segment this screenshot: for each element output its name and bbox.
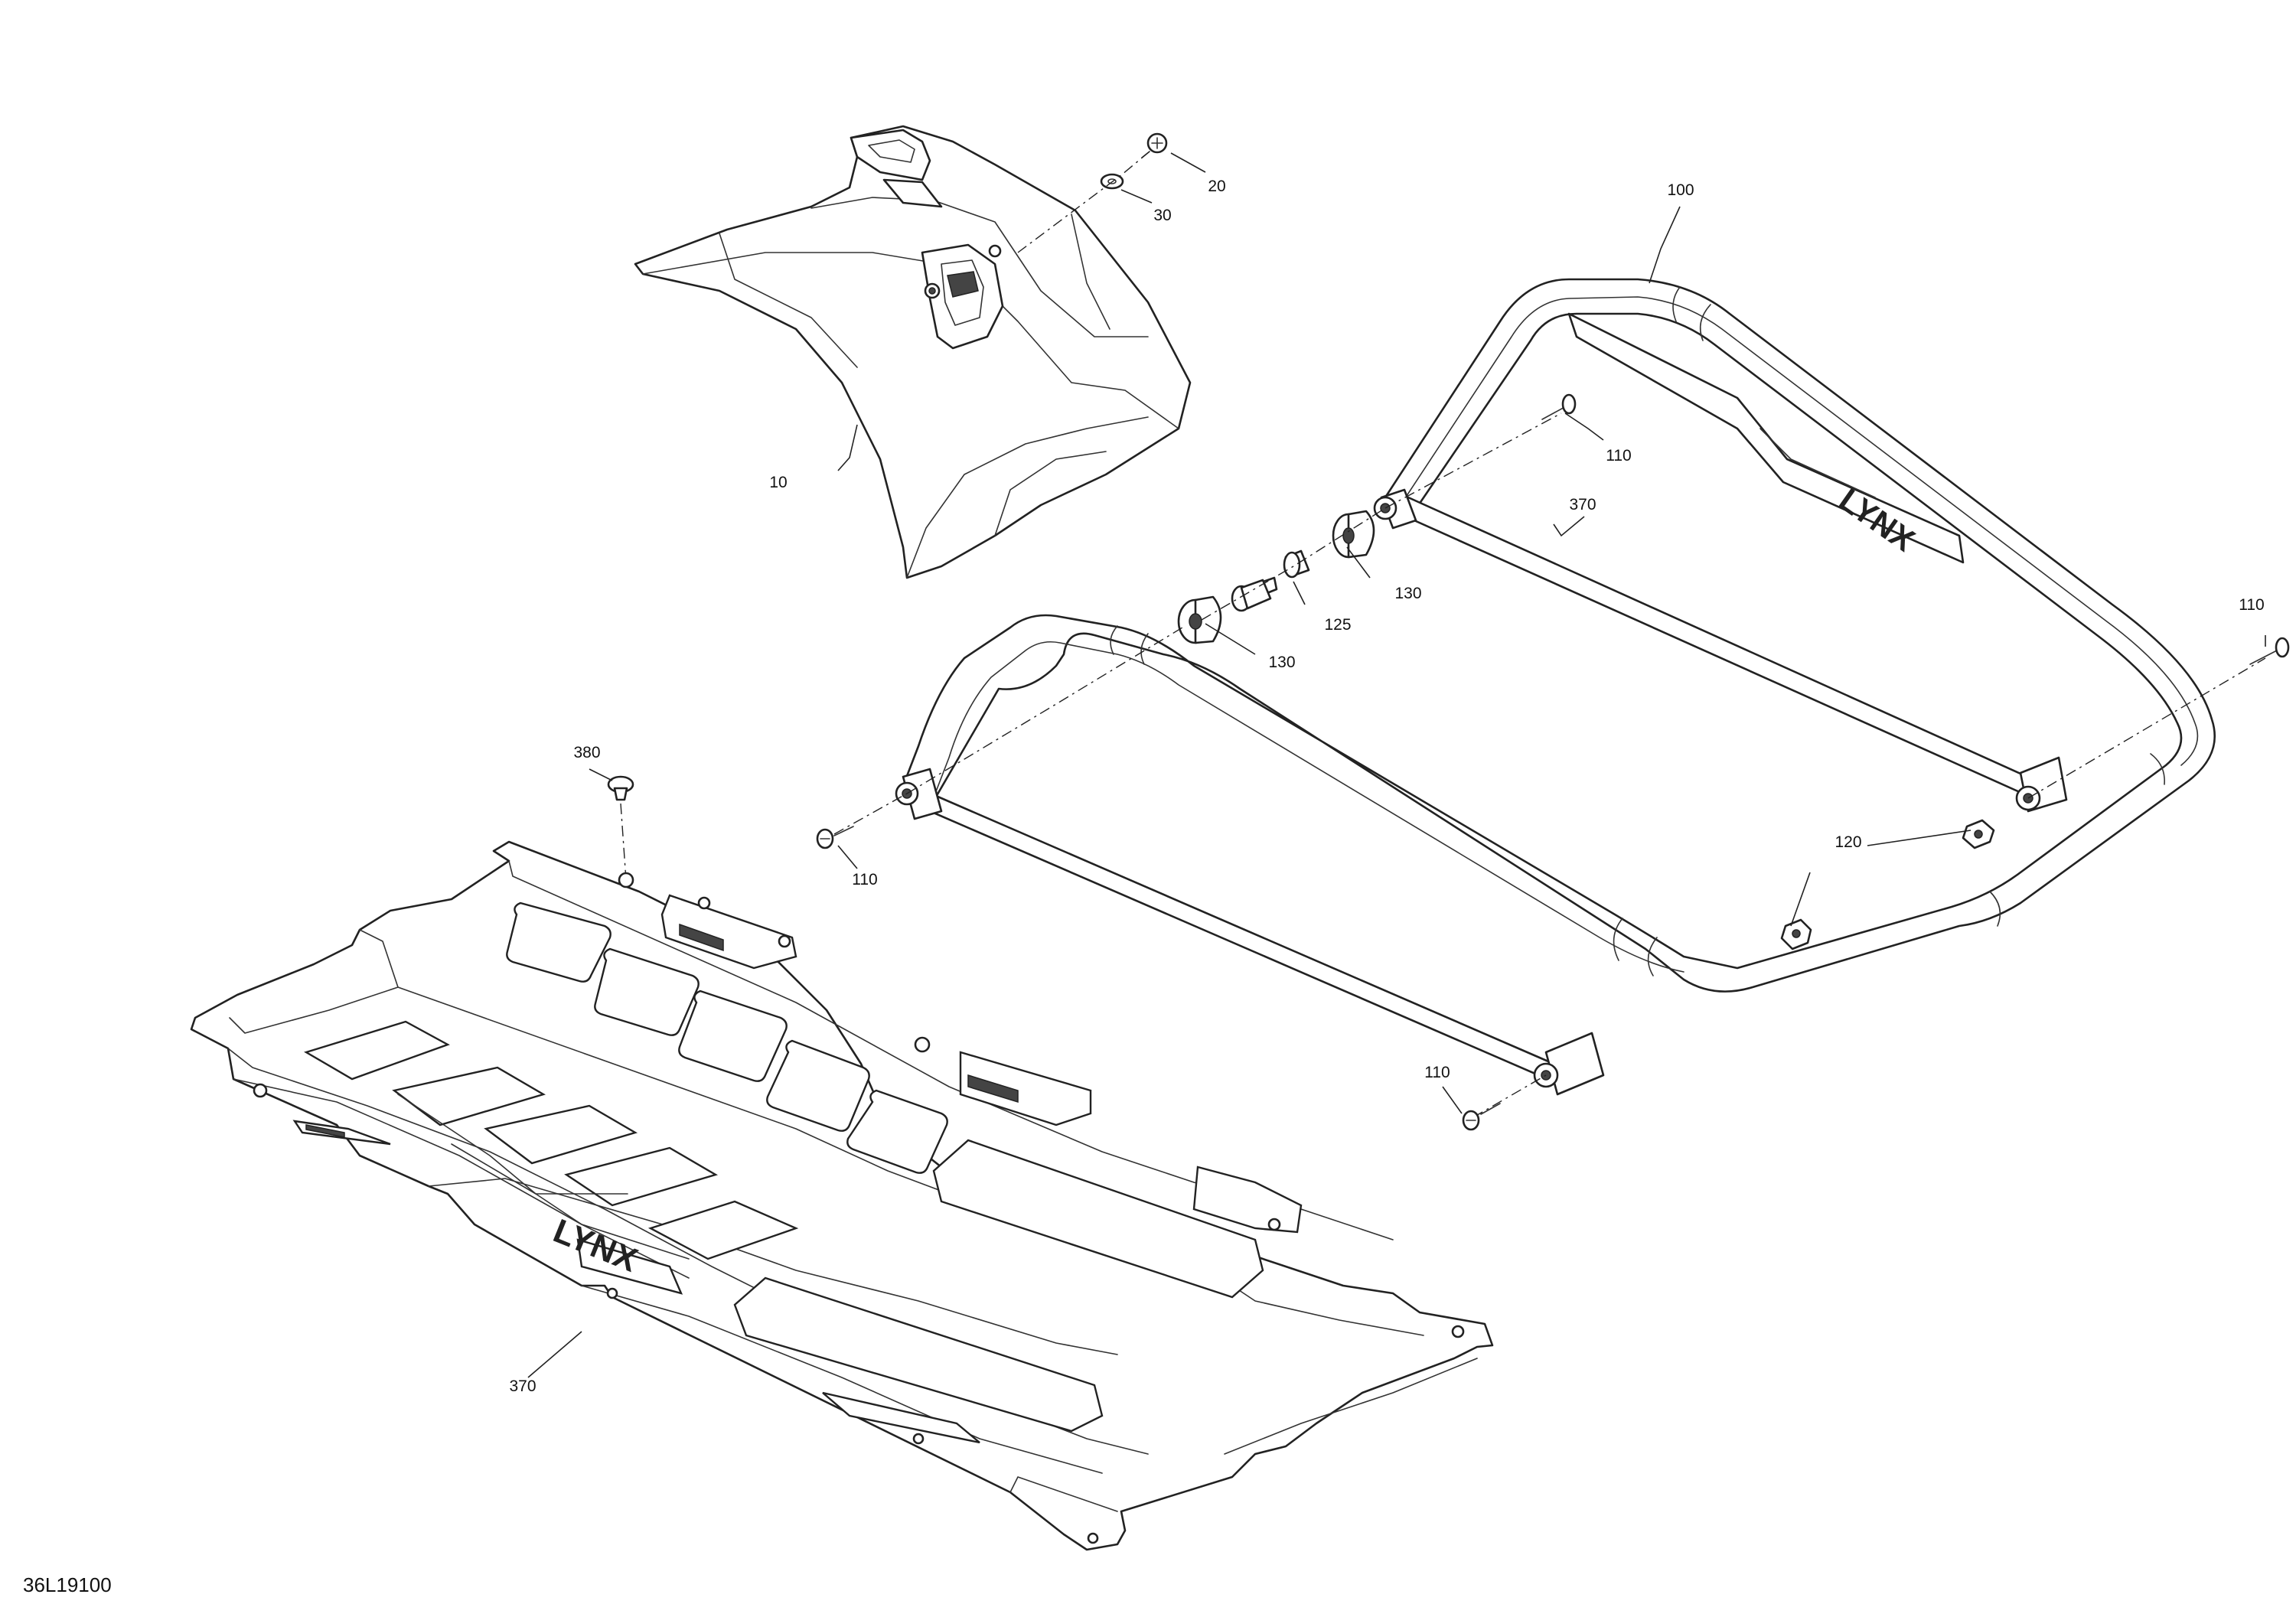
callout-130-upper: 130: [1394, 585, 1421, 602]
axis-line-right-bolt: [2027, 657, 2266, 799]
part-130-spacer-upper: [1332, 510, 1375, 559]
part-110-bolt-bottom: [1462, 1103, 1501, 1131]
part-100-frame: LYNX: [895, 278, 2216, 1096]
callout-100: 100: [1667, 181, 1694, 199]
leader-10: [837, 424, 858, 471]
callout-labels: 10 20 30 100 110 370 130 125 130 110 120…: [509, 178, 2264, 1395]
part-110-bolt-top: [1541, 393, 1577, 420]
callout-380: 380: [573, 744, 600, 761]
axis-line-bottom-bolt: [1473, 1074, 1547, 1118]
part-120-nut-lower: [1780, 918, 1812, 950]
callout-370-lower: 370: [509, 1377, 536, 1395]
leader-lines: [527, 152, 2266, 1378]
leader-120-upper: [1867, 830, 1971, 846]
part-370-board: LYNX: [190, 840, 1494, 1551]
leader-110-bottom: [1442, 1086, 1463, 1114]
leader-120-lower: [1790, 872, 1811, 927]
leader-30: [1120, 189, 1153, 204]
callout-20: 20: [1208, 178, 1225, 195]
part-10-cover: [634, 125, 1192, 579]
axis-line-lower: [906, 627, 1183, 794]
drawing-reference: 36L19100: [23, 1573, 112, 1596]
callout-110-right: 110: [2239, 596, 2264, 614]
part-110-bolt-left: [816, 826, 854, 849]
callout-10: 10: [769, 474, 787, 491]
callout-370-upper: 370: [1569, 496, 1596, 513]
leader-20: [1170, 152, 1206, 173]
callout-130-lower: 130: [1268, 654, 1295, 671]
axis-line-380: [620, 803, 627, 881]
leader-100: [1649, 206, 1681, 284]
part-380-rivet: [607, 775, 634, 801]
axis-line-left-bolt: [833, 793, 908, 835]
part-125-bolt: [1231, 549, 1310, 612]
leader-130-upper: [1346, 546, 1371, 579]
callout-30: 30: [1153, 207, 1171, 224]
leader-110-left: [837, 845, 858, 869]
part-20-screw: [1141, 132, 1168, 158]
leader-125: [1293, 581, 1306, 605]
callout-110-top: 110: [1606, 447, 1631, 465]
callout-110-bottom: 110: [1424, 1064, 1450, 1081]
leader-370-upper: [1553, 516, 1585, 537]
callout-125: 125: [1324, 616, 1351, 634]
leader-110-top: [1564, 412, 1604, 441]
part-110-bolt-right: [2249, 637, 2290, 665]
part-130-spacer-lower: [1177, 595, 1222, 644]
part-120-nut-upper: [1962, 819, 1995, 849]
leader-380: [589, 768, 613, 781]
leader-370-lower: [527, 1331, 582, 1378]
callout-120: 120: [1835, 833, 1861, 851]
leader-130-lower: [1205, 623, 1256, 655]
callout-110-left: 110: [852, 871, 877, 888]
axis-line-upper: [1201, 507, 1386, 621]
